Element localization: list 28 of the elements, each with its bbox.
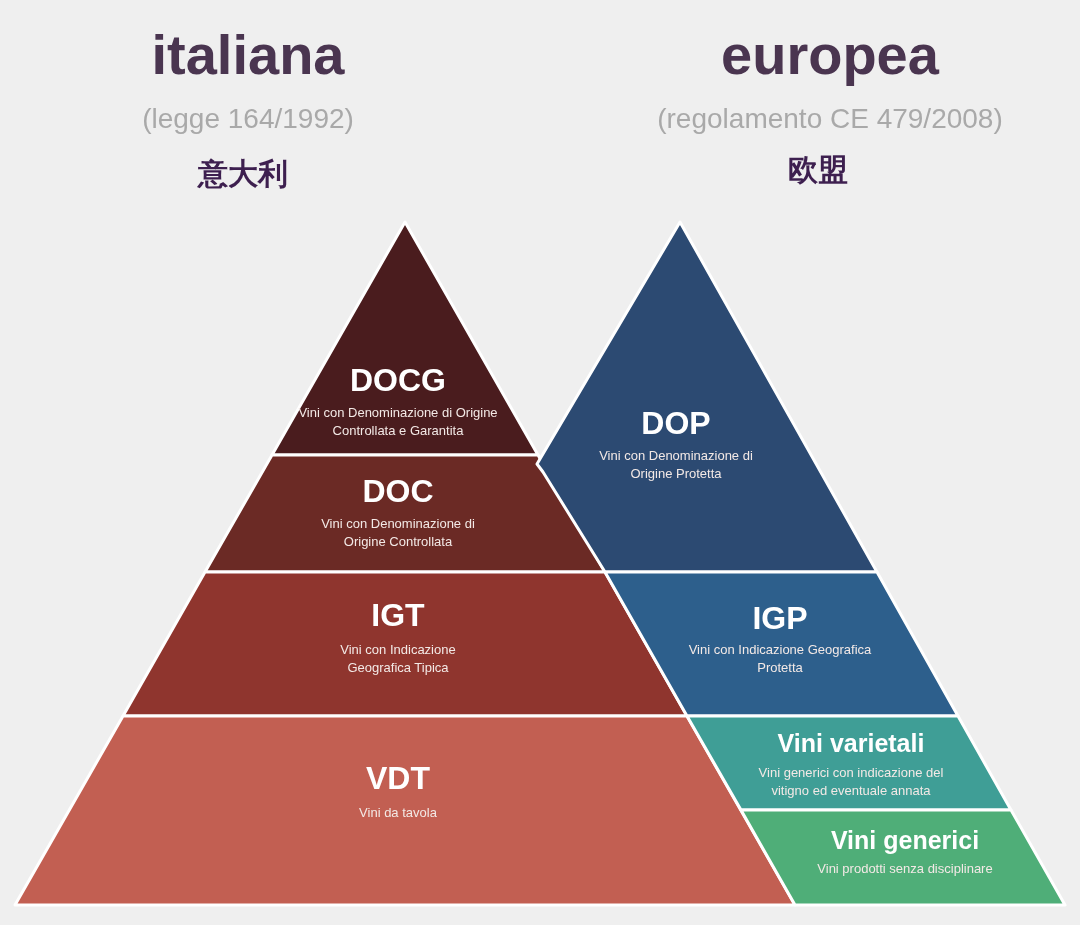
tier-description: Vini da tavola	[358, 804, 438, 822]
tier-title: DOP	[640, 405, 712, 441]
tier-title: IGP	[751, 600, 809, 636]
tier-description: Vini con Denominazione di Origine Controllata	[320, 515, 476, 551]
pyramid-tier	[537, 222, 877, 572]
heading-translation: 欧盟	[787, 152, 849, 188]
pyramid-tier	[687, 716, 1011, 810]
tier-description: Vini generici con indicazione del vitigno ed eventuale annata	[757, 764, 945, 800]
law-reference: (regolamento CE 479/2008)	[656, 103, 1004, 135]
tier-title: IGT	[370, 597, 426, 633]
pyramid-tier	[741, 810, 1065, 905]
tier-title: Vini varietali	[776, 729, 926, 758]
tier-description: Vini con Indicazione Geografica Protetta	[687, 641, 873, 677]
pyramid-tier	[272, 222, 538, 455]
column-heading: europea	[720, 22, 941, 87]
law-reference: (legge 164/1992)	[141, 103, 355, 135]
pyramid-tier	[605, 572, 958, 716]
tier-description: Vini con Indicazione Geografica Tipica	[339, 641, 457, 677]
column-heading: italiana	[150, 22, 346, 87]
tier-title: VDT	[365, 760, 431, 796]
tier-title: DOCG	[349, 362, 447, 398]
tier-description: Vini prodotti senza disciplinare	[816, 860, 994, 878]
heading-translation: 意大利	[196, 156, 289, 192]
pyramid-tier	[123, 572, 687, 716]
tier-title: DOC	[361, 473, 435, 509]
tier-description: Vini con Denominazione di Origine Protetta	[598, 447, 754, 483]
tier-description: Vini con Denominazione di Origine Controllata e Garantita	[297, 404, 499, 440]
tier-title: Vini generici	[829, 826, 981, 855]
